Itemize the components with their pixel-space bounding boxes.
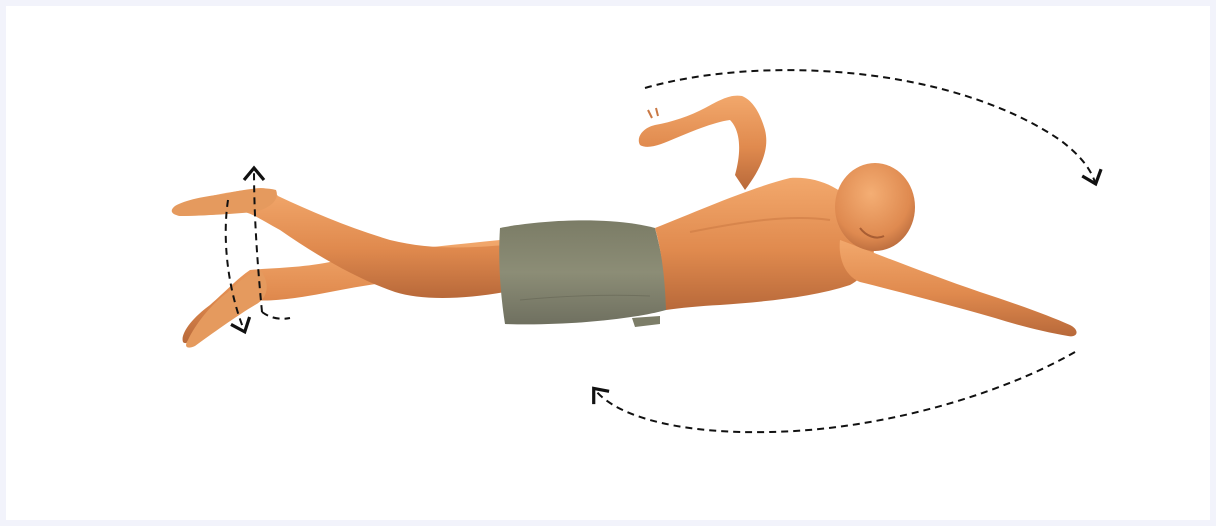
swimmer-extended-arm <box>840 240 1077 336</box>
swimmer-shorts <box>499 220 666 324</box>
swimmer-illustration <box>6 6 1210 520</box>
swimmer-foot-bottom <box>186 271 267 347</box>
swimmer-figure <box>172 96 1077 348</box>
swimmer-recovering-arm <box>639 96 767 190</box>
arm-rotation-arrow-bottom <box>595 352 1075 432</box>
figure-canvas <box>6 6 1210 520</box>
